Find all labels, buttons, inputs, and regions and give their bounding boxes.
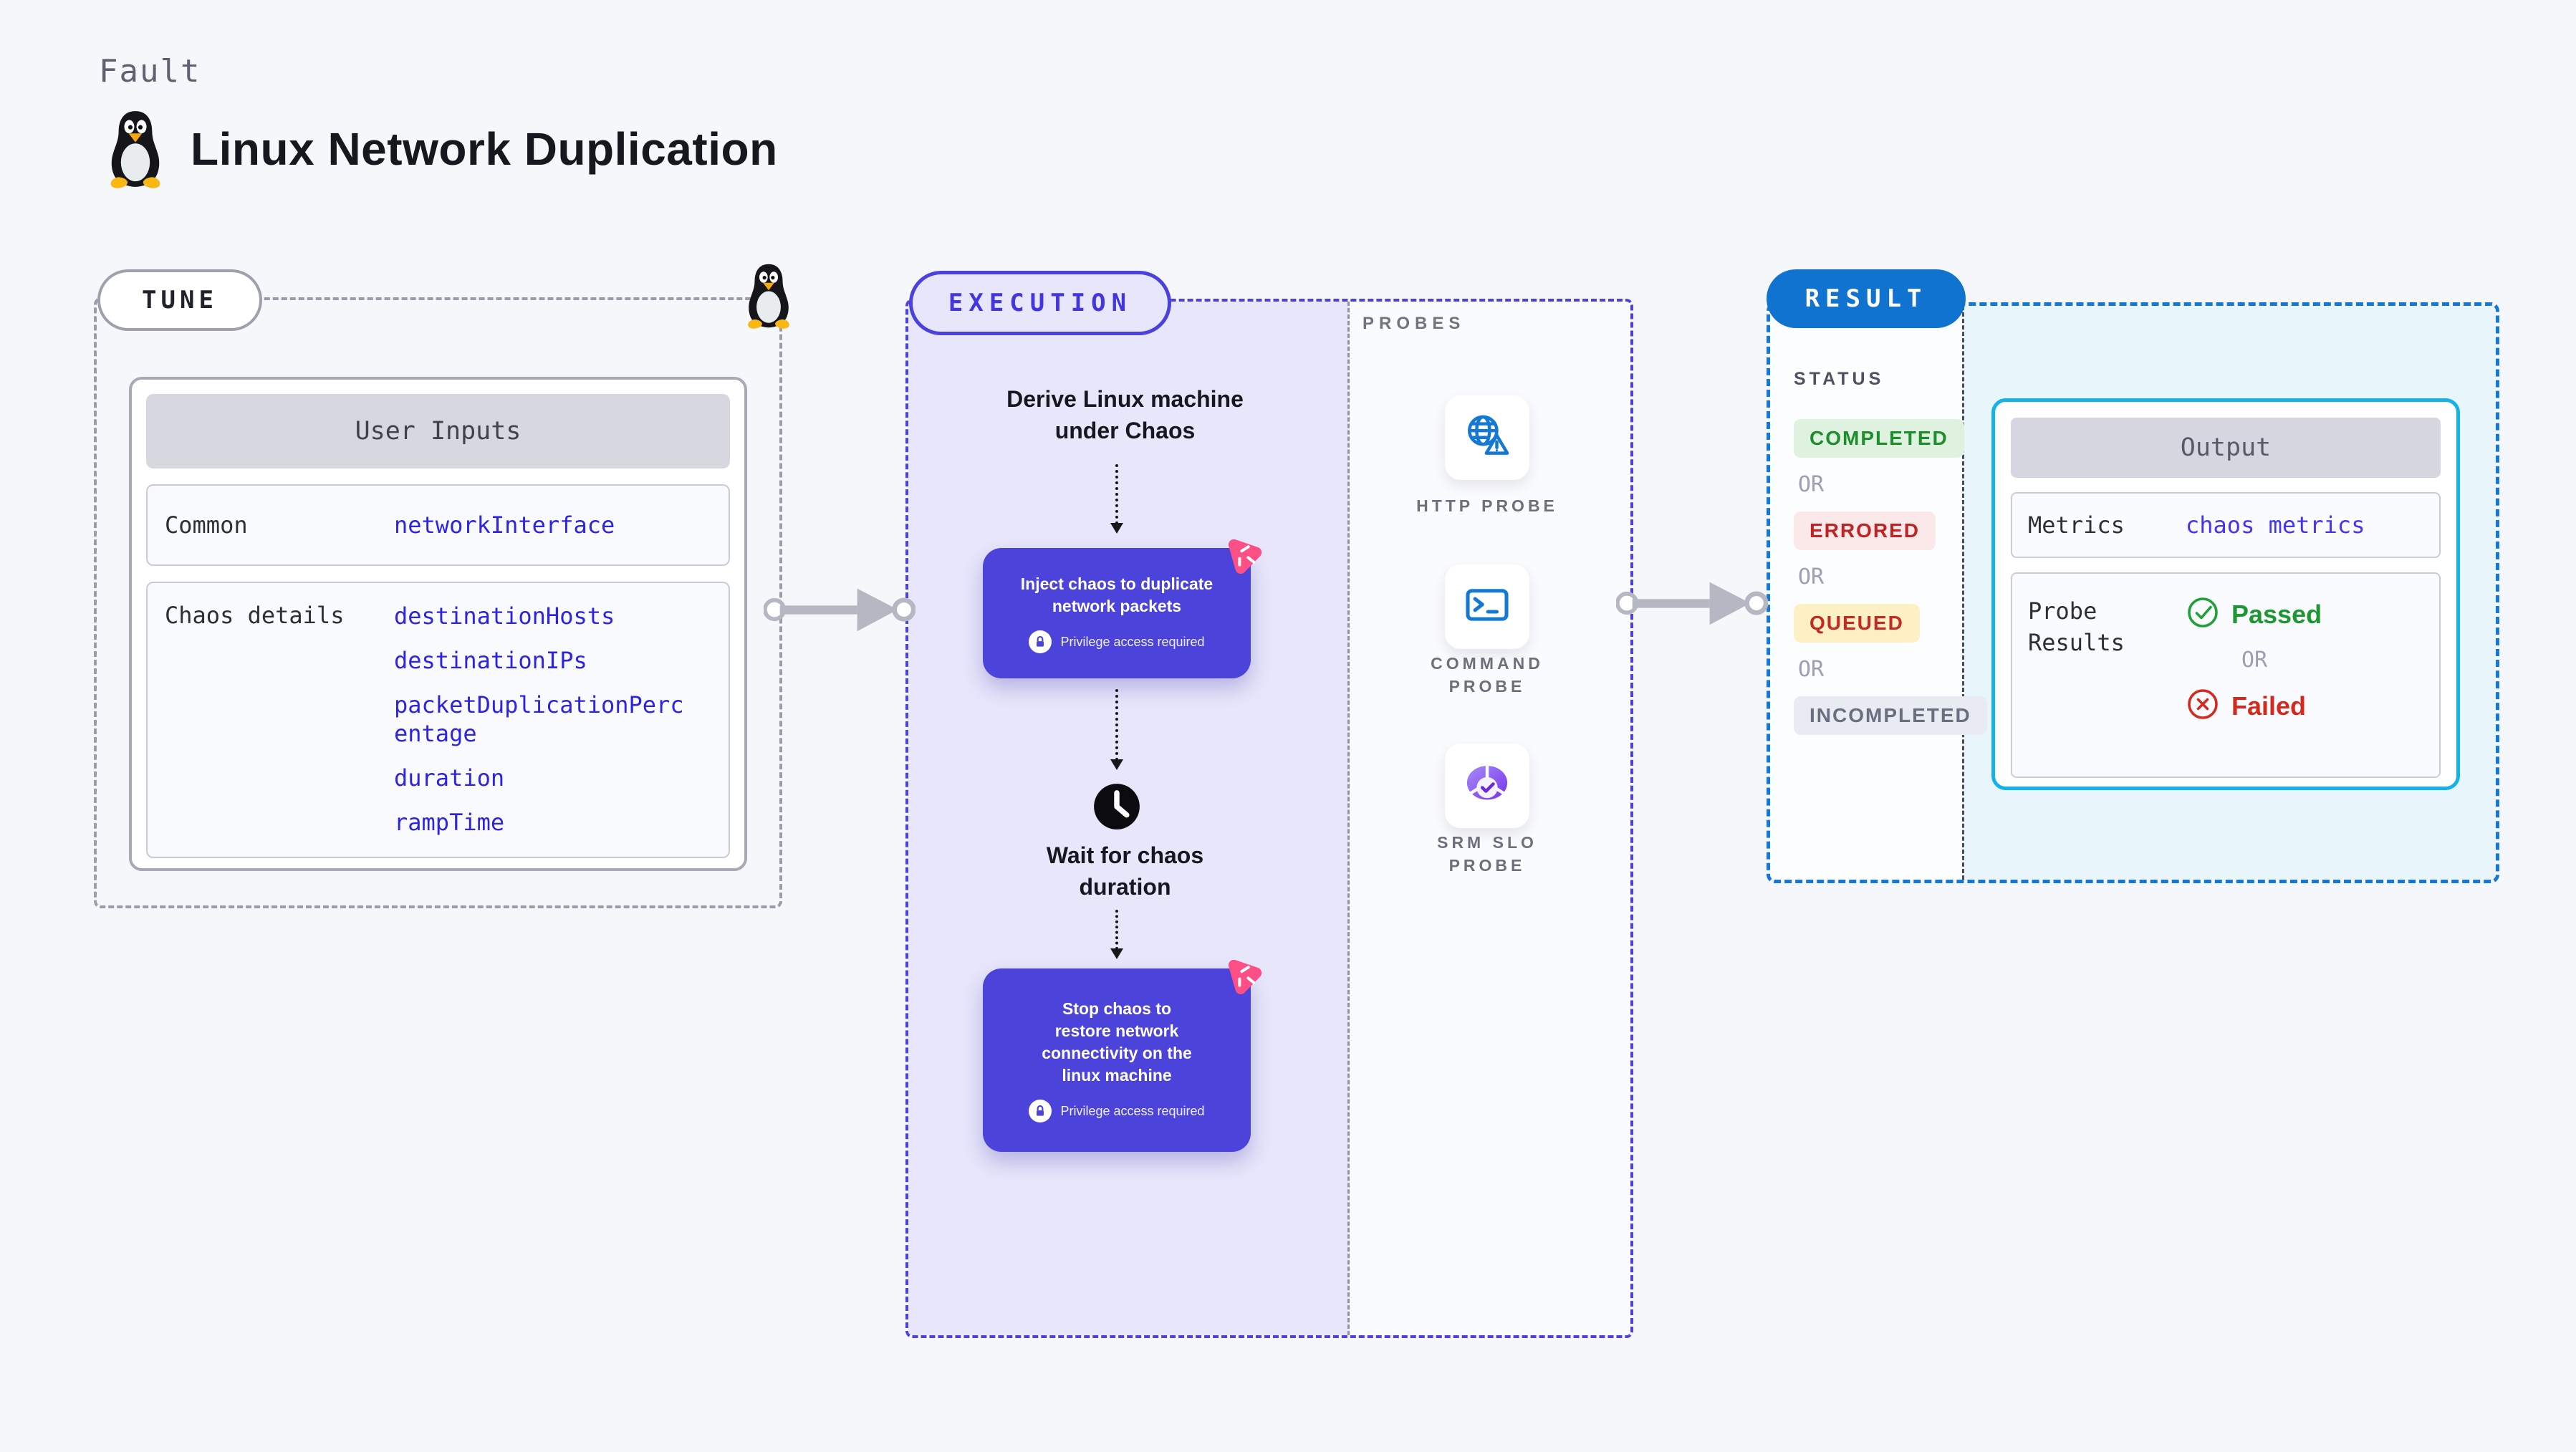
- http-probe-card: [1445, 395, 1529, 480]
- row-label: Common: [165, 511, 248, 539]
- execution-badge: EXECUTION: [909, 271, 1171, 335]
- privilege-note: Privilege access required: [1029, 1100, 1205, 1122]
- output-metrics-row: Metrics chaos metrics: [2011, 492, 2441, 558]
- row-value: destinationIPs: [394, 647, 587, 674]
- lock-icon: [1029, 1100, 1052, 1122]
- chaos-card-title: Stop chaos to restore network connectivi…: [1042, 999, 1192, 1085]
- slo-pie-check-icon: [1461, 759, 1513, 814]
- probe-results-label: Probe Results: [2028, 597, 2125, 656]
- check-circle-icon: [2186, 595, 2220, 633]
- probes-title: PROBES: [1363, 314, 1466, 333]
- row-value: rampTime: [394, 809, 505, 836]
- or-label: OR: [1798, 564, 1825, 590]
- user-inputs-title: User Inputs: [146, 394, 730, 468]
- metrics-value: chaos metrics: [2186, 511, 2365, 539]
- result-badge: RESULT: [1767, 269, 1966, 328]
- row-value: duration: [394, 764, 505, 792]
- step-wait-duration: Wait for chaos duration: [1046, 842, 1204, 900]
- chaos-fault-icon: [1219, 530, 1269, 580]
- srm-slo-probe-label: SRM SLO PROBE: [1437, 833, 1537, 875]
- arrow-right-icon: [764, 588, 915, 632]
- x-circle-icon: [2186, 687, 2220, 725]
- step-derive-machine: Derive Linux machine under Chaos: [1006, 386, 1244, 443]
- privilege-note-text: Privilege access required: [1060, 634, 1205, 649]
- status-title: STATUS: [1794, 369, 1885, 389]
- status-badge-completed: COMPLETED: [1794, 419, 1964, 458]
- failed-label: Failed: [2231, 691, 2307, 721]
- user-inputs-row-common: Common networkInterface: [146, 484, 730, 566]
- privilege-note: Privilege access required: [1029, 630, 1205, 653]
- step-stop-chaos-card: Stop chaos to restore network connectivi…: [983, 959, 1262, 1152]
- clock-icon: [1092, 782, 1141, 831]
- passed-label: Passed: [2231, 599, 2322, 629]
- metrics-label: Metrics: [2028, 511, 2125, 539]
- probe-failed-row: Failed: [2186, 687, 2322, 725]
- arrow-right-icon: [1616, 582, 1768, 625]
- globe-alert-icon: [1461, 410, 1513, 466]
- row-value: networkInterface: [394, 511, 615, 539]
- row-value: packetDuplicationPercentage: [394, 691, 684, 747]
- or-label: OR: [1798, 472, 1825, 497]
- tux-penguin-icon: [741, 262, 797, 330]
- http-probe-label: HTTP PROBE: [1416, 496, 1558, 515]
- output-card: Output Metrics chaos metrics Probe Resul…: [1991, 398, 2460, 790]
- tune-badge: TUNE: [97, 269, 262, 331]
- lock-icon: [1029, 630, 1052, 653]
- dotted-arrow-down-icon: [1109, 689, 1125, 777]
- command-probe-label: COMMAND PROBE: [1431, 654, 1544, 696]
- command-probe-card: [1445, 564, 1529, 649]
- step-inject-chaos-card: Inject chaos to duplicate network packet…: [983, 539, 1262, 678]
- status-badge-queued: QUEUED: [1794, 604, 1920, 643]
- status-list: COMPLETED OR ERRORED OR QUEUED OR INCOMP…: [1794, 419, 1987, 735]
- dotted-arrow-down-icon: [1109, 910, 1125, 966]
- page-title: Linux Network Duplication: [191, 123, 778, 175]
- dotted-arrow-down-icon: [1109, 464, 1125, 540]
- terminal-icon: [1461, 580, 1513, 635]
- srm-slo-probe-card: [1445, 744, 1529, 828]
- or-label: OR: [2241, 648, 2268, 673]
- privilege-note-text: Privilege access required: [1060, 1103, 1205, 1118]
- row-value: destinationHosts: [394, 602, 615, 630]
- row-label: Chaos details: [165, 602, 345, 629]
- output-probe-results-row: Probe Results Passed OR: [2011, 572, 2441, 778]
- status-badge-errored: ERRORED: [1794, 511, 1936, 550]
- page-title-row: Linux Network Duplication: [102, 109, 778, 189]
- user-inputs-card: User Inputs Common networkInterface Chao…: [129, 377, 747, 871]
- output-title: Output: [2011, 418, 2441, 478]
- chaos-fault-icon: [1219, 951, 1269, 1001]
- or-label: OR: [1798, 657, 1825, 682]
- chaos-card-title: Inject chaos to duplicate network packet…: [1020, 574, 1213, 615]
- status-zone: [1770, 306, 1964, 880]
- fault-eyebrow: Fault: [99, 53, 201, 90]
- user-inputs-row-chaos-details: Chaos details destinationHosts destinati…: [146, 582, 730, 858]
- tux-penguin-icon: [102, 109, 169, 189]
- probe-passed-row: Passed: [2186, 595, 2322, 633]
- status-badge-incompleted: INCOMPLETED: [1794, 696, 1987, 735]
